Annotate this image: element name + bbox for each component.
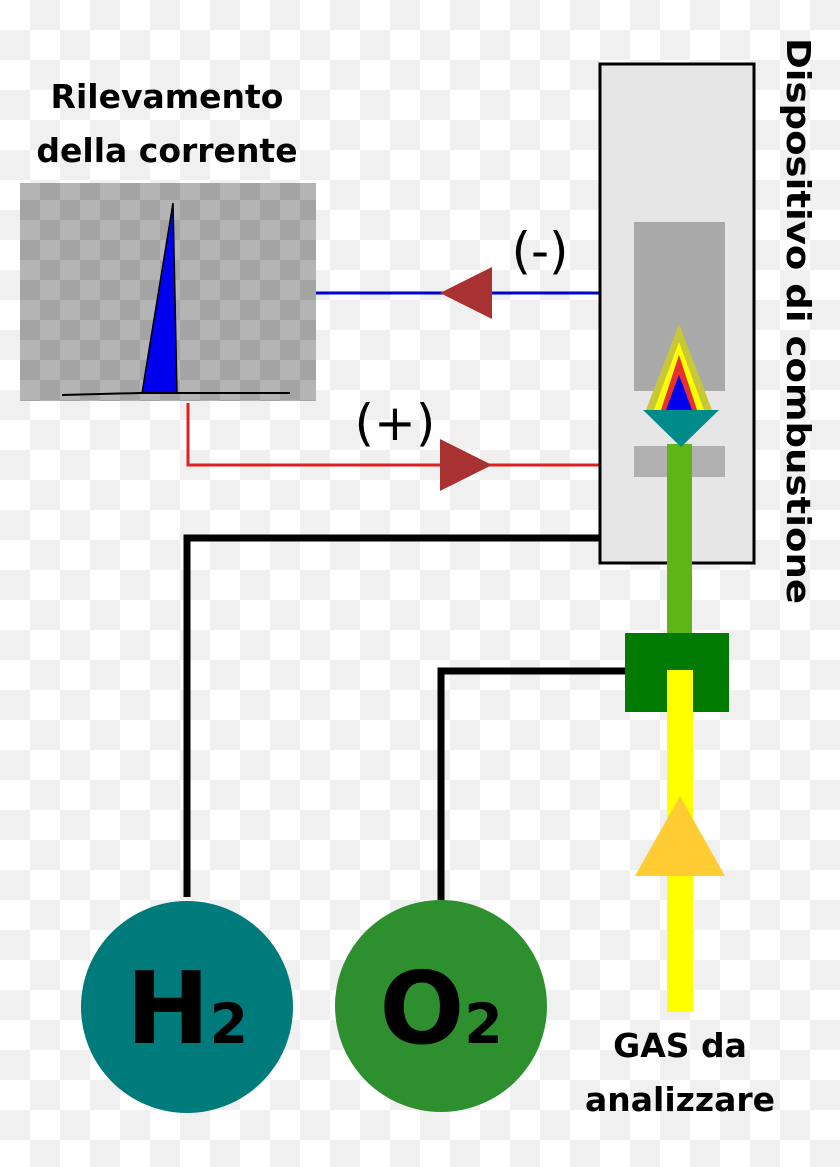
hydrogen-subscript: 2: [210, 992, 248, 1056]
plus-label: (+): [355, 394, 436, 452]
plus-arrow-icon: [440, 439, 492, 491]
oxygen-subscript: 2: [464, 992, 502, 1056]
hydrogen-symbol: H: [126, 950, 210, 1067]
oxygen-supply-line: [437, 667, 625, 908]
hydrogen-supply-line: [183, 534, 600, 897]
oxygen-formula: O2: [379, 950, 502, 1067]
combustion-device-label: Dispositivo di combustione: [779, 38, 818, 604]
sample-gas-label-line1: GAS da: [613, 1026, 747, 1065]
sample-gas-label-line2: analizzare: [585, 1080, 775, 1119]
hydrogen-tank: [81, 901, 293, 1113]
minus-label: (-): [511, 222, 568, 280]
oxygen-tank: [335, 900, 547, 1112]
oxygen-symbol: O: [379, 950, 464, 1067]
signal-baseline: [61, 392, 290, 396]
detector-title-line2: della corrente: [36, 131, 297, 170]
hydrogen-formula: H2: [126, 950, 248, 1067]
mixed-gas-stream: [667, 444, 692, 634]
detector-title-line1: Rilevamento: [51, 77, 284, 116]
gas-flow-arrow-icon: [635, 796, 725, 876]
flame-icon: [643, 324, 719, 447]
minus-arrow-icon: [440, 267, 492, 319]
